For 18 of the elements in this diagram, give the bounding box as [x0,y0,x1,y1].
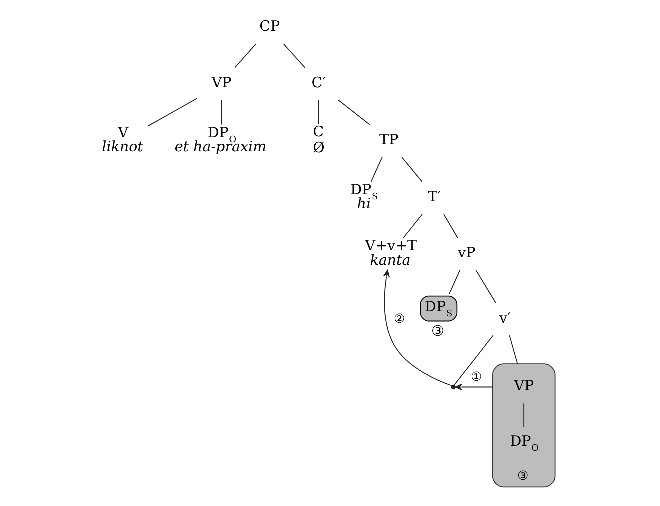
edge-label: ① [470,369,482,384]
node-text: VP [211,75,232,92]
node-text: C′ [311,75,326,92]
node-text: vP [458,246,476,262]
node-text: v′ [499,310,510,327]
node-text: DP$_{O}$ [510,434,538,454]
node-text: DP$_{O}$ et ha-praxim [174,125,266,156]
node-text: CP [259,19,280,36]
node-text: V+v+T kanta [364,238,417,269]
node-text: TP [379,132,398,148]
edge-label: ② [393,310,404,326]
node-text: C Ø [312,124,324,156]
node-text: DP$_{S}$ hi [350,182,378,213]
node-text: VP [514,378,534,395]
node-label: ③ [431,324,444,340]
node-label: ③ [516,468,528,484]
node-text: V liknot [102,125,143,156]
node-text: T′ [428,190,440,206]
